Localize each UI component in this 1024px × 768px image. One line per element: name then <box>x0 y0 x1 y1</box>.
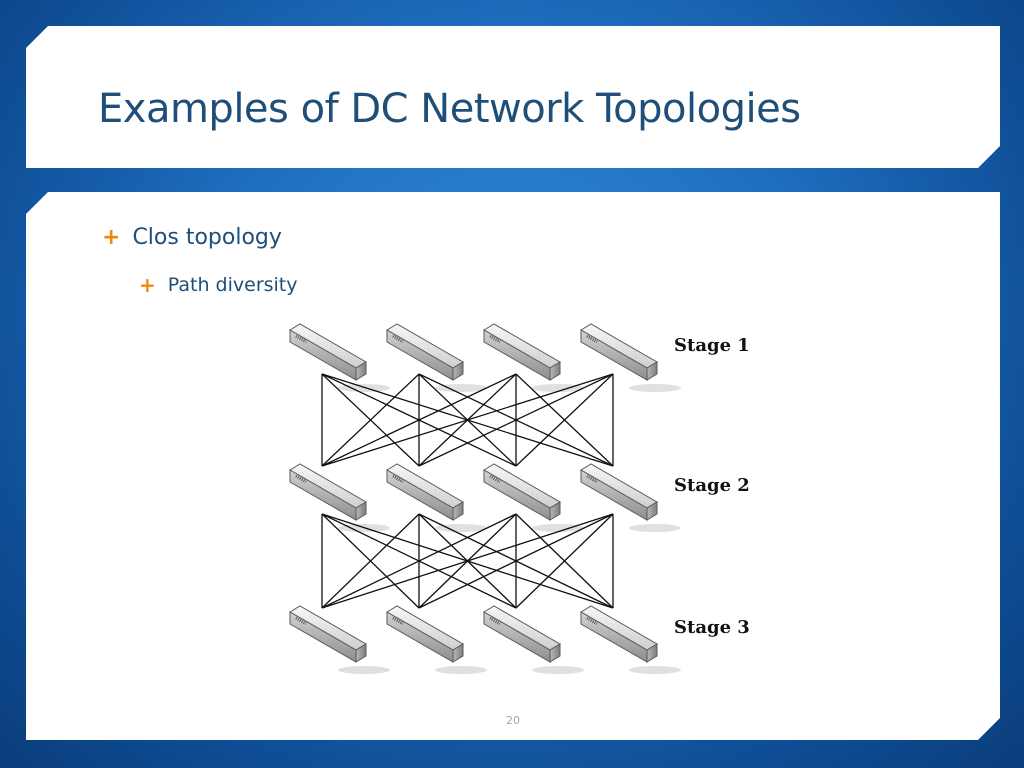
network-switch-icon <box>290 606 390 674</box>
network-switch-icon <box>387 464 487 532</box>
link-line <box>322 514 419 608</box>
clos-topology-diagram: Stage 1 Stage 2 Stage 3 <box>26 192 1000 740</box>
stage-label: Stage 3 <box>674 617 750 638</box>
stage-labels: Stage 1 Stage 2 Stage 3 <box>674 335 750 638</box>
network-switch-icon <box>387 606 487 674</box>
plus-bullet-icon: + <box>139 273 156 297</box>
switch-nodes <box>290 324 681 674</box>
link-line <box>322 374 419 466</box>
stage-label: Stage 2 <box>674 475 750 496</box>
sub-bullet-item: + Path diversity <box>139 273 298 297</box>
page-number: 20 <box>506 714 520 727</box>
network-switch-icon <box>484 606 584 674</box>
sub-bullet-text: Path diversity <box>167 274 298 296</box>
network-switch-icon <box>290 324 390 392</box>
network-switch-icon <box>387 324 487 392</box>
bullet-text: Clos topology <box>132 225 282 250</box>
bullet-item: + Clos topology <box>102 225 282 250</box>
link-line <box>516 514 613 608</box>
link-edges <box>322 374 613 608</box>
slide-title: Examples of DC Network Topologies <box>98 86 801 132</box>
title-panel: Examples of DC Network Topologies <box>26 26 1000 168</box>
stage-label: Stage 1 <box>674 335 750 356</box>
plus-bullet-icon: + <box>102 225 121 250</box>
network-switch-icon <box>290 464 390 532</box>
content-panel: + Clos topology + Path diversity <box>26 192 1000 740</box>
link-line <box>516 374 613 466</box>
network-switch-icon <box>581 606 681 674</box>
